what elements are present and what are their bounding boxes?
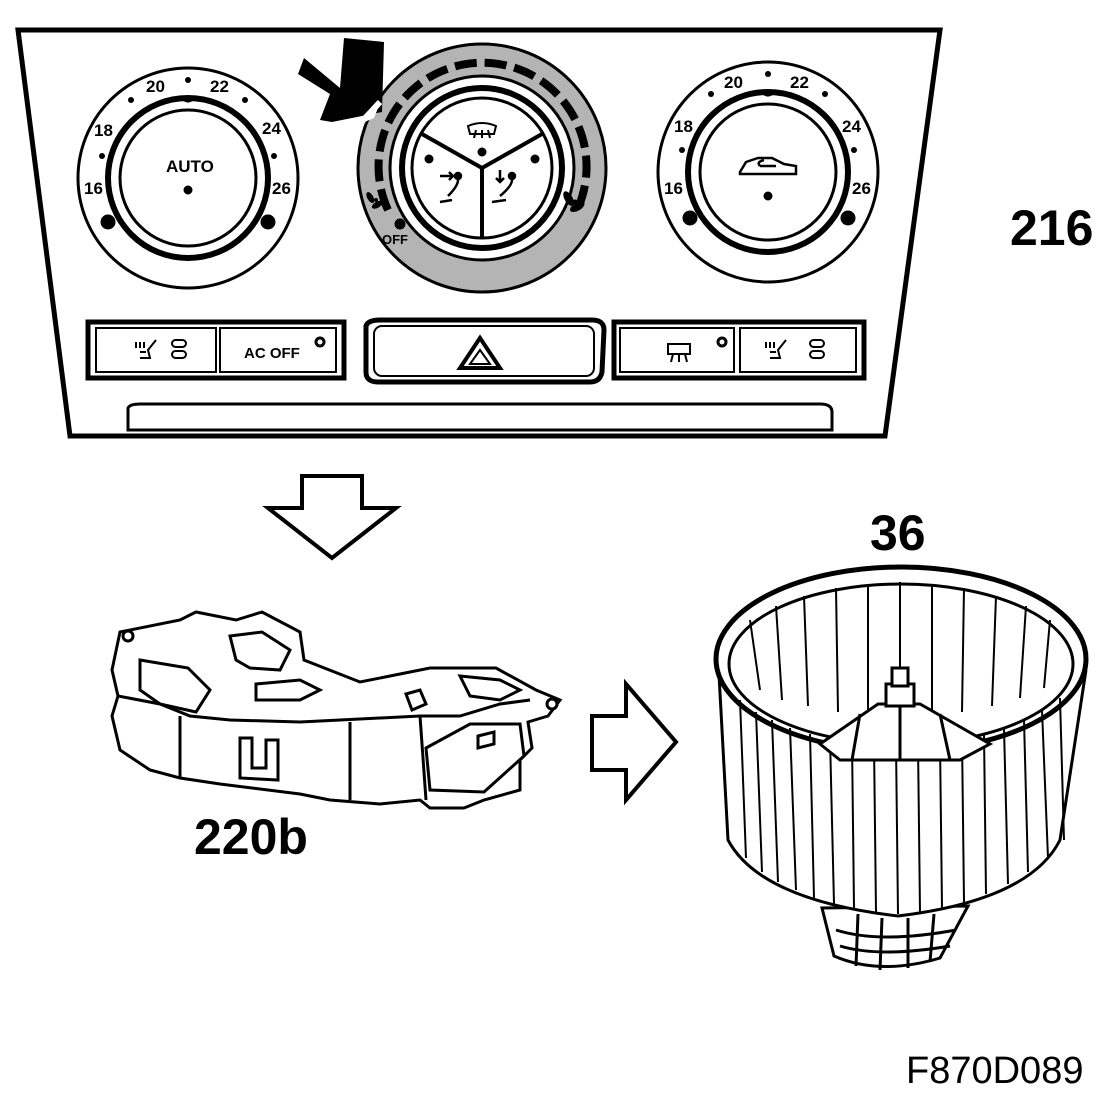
fan-high-icon bbox=[563, 191, 585, 213]
right-dial-tick-label: 16 bbox=[664, 179, 683, 198]
recirculation-car-icon bbox=[738, 156, 798, 176]
seat-heater-icon[interactable] bbox=[765, 339, 825, 359]
ac-off-indicator bbox=[314, 336, 326, 348]
foot-vent-icon bbox=[491, 170, 517, 204]
fan-low-icon bbox=[366, 192, 383, 209]
hazard-triangle-icon[interactable] bbox=[456, 334, 504, 370]
auto-label: AUTO bbox=[166, 157, 214, 176]
left-dial-scale: 16 18 20 22 24 26 bbox=[84, 77, 291, 198]
right-dial-tick-label: 24 bbox=[842, 117, 861, 136]
right-dial-tick-label: 26 bbox=[852, 179, 871, 198]
right-dial-tick-label: 20 bbox=[724, 73, 743, 92]
blower-fan-blades bbox=[739, 582, 1065, 915]
seat-heater-icon[interactable] bbox=[135, 339, 187, 359]
blower-fan-hub bbox=[817, 666, 994, 762]
right-dial-tick-label: 22 bbox=[790, 73, 809, 92]
right-dial-tick-label: 18 bbox=[674, 117, 693, 136]
right-dial-scale: 16 18 20 22 24 26 bbox=[664, 73, 871, 198]
down-arrow bbox=[262, 474, 402, 561]
left-dial-tick-label: 24 bbox=[262, 119, 281, 138]
windscreen-defrost-icon bbox=[466, 122, 498, 139]
fan-speed-dial[interactable] bbox=[356, 42, 608, 294]
face-vent-icon bbox=[439, 171, 463, 204]
rear-defrost-indicator bbox=[716, 336, 728, 348]
left-dial-tick-label: 26 bbox=[272, 179, 291, 198]
right-temperature-dial[interactable] bbox=[656, 60, 880, 284]
blower-fan-part-number: 36 bbox=[870, 505, 926, 561]
left-dial-tick-label: 22 bbox=[210, 77, 229, 96]
panel-part-number: 216 bbox=[1010, 200, 1094, 256]
fan-control-module-part-number: 220b bbox=[194, 809, 308, 865]
left-dial-tick-label: 20 bbox=[146, 77, 165, 96]
figure-code: F870D089 bbox=[906, 1050, 1084, 1092]
ac-off-button-label[interactable]: AC OFF bbox=[244, 345, 300, 362]
left-temperature-dial[interactable] bbox=[76, 66, 300, 290]
button-row bbox=[85, 317, 867, 385]
rear-window-defrost-icon[interactable] bbox=[667, 343, 691, 363]
left-dial-tick-label: 18 bbox=[94, 121, 113, 140]
fan-control-module bbox=[110, 610, 563, 810]
pointer-arrow bbox=[298, 38, 384, 128]
left-dial-tick-label: 16 bbox=[84, 179, 103, 198]
right-arrow bbox=[590, 678, 679, 806]
fan-off-label: OFF bbox=[382, 232, 408, 247]
